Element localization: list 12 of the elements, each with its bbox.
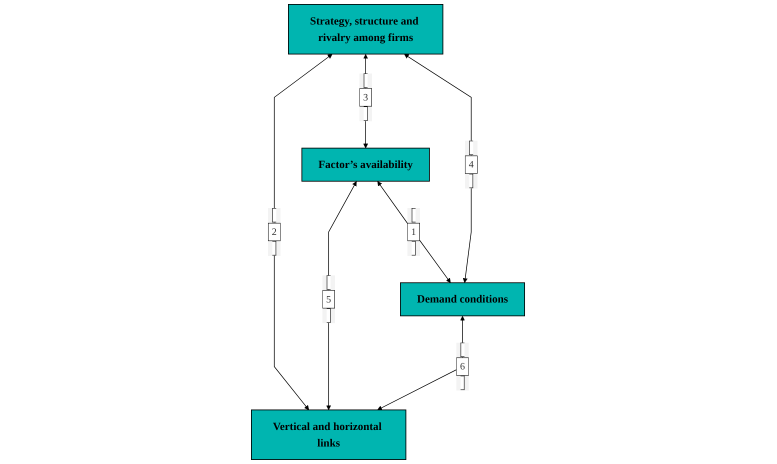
edge-label: 1 <box>412 226 417 238</box>
node-box: Strategy, structure and rivalry among firms <box>288 4 444 54</box>
node-box: Factor’s availability <box>302 148 430 182</box>
edge-label: 3 <box>364 92 369 103</box>
edge-label: 4 <box>469 158 474 170</box>
edge-label: 2 <box>272 226 278 238</box>
node-box: Demand conditions <box>400 282 526 316</box>
arrow <box>378 181 452 283</box>
edge-label: 5 <box>326 294 332 305</box>
arrow <box>274 54 333 410</box>
edge-label: 6 <box>460 360 466 372</box>
node-box: Vertical and horizontal links <box>251 410 407 460</box>
